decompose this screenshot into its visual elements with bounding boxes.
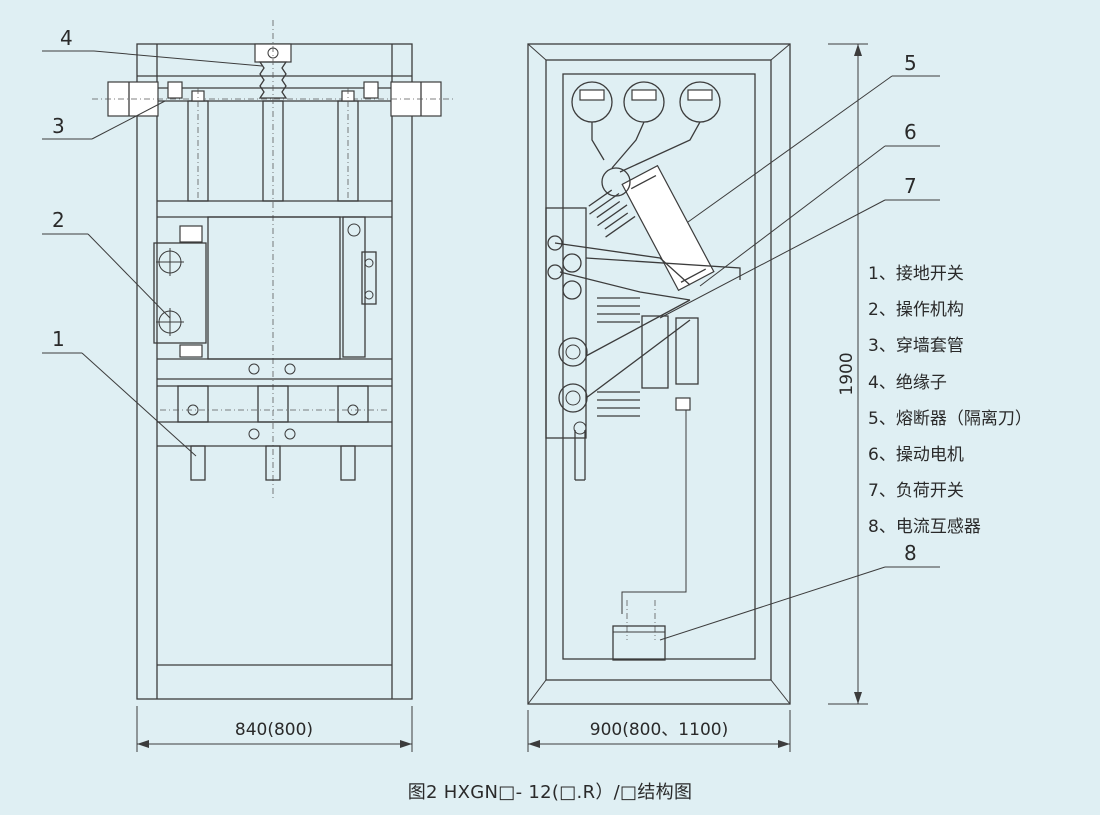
- legend-item: 4、绝缘子: [868, 372, 947, 393]
- earthing-switch: [190, 445, 206, 481]
- callout-4: 4: [60, 26, 73, 50]
- legend-item: 2、操作机构: [868, 300, 964, 321]
- legend-item: 3、穿墙套管: [868, 336, 964, 357]
- insulator-body: [258, 61, 288, 99]
- side-frame-outer: [527, 43, 791, 705]
- fuse-isolator: [621, 164, 715, 292]
- front-view: 840(800): [92, 20, 455, 752]
- current-transformer: [612, 625, 666, 661]
- load-switch: [558, 297, 699, 481]
- callout-3: 3: [52, 114, 65, 138]
- front-frame-outer: [136, 43, 413, 700]
- legend-item: 7、负荷开关: [868, 481, 964, 502]
- front-callouts: 4 3 2 1: [42, 26, 263, 457]
- component-legend: 1、接地开关 2、操作机构 3、穿墙套管 4、绝缘子 5、熔断器（隔离刀） 6、…: [868, 256, 1032, 546]
- dimension-height: 1900: [837, 352, 857, 395]
- callout-1: 1: [52, 327, 65, 351]
- figure-caption: 图2 HXGN□- 12(□.R）/□结构图: [407, 782, 693, 803]
- callout-8: 8: [904, 541, 917, 565]
- dimension-right-width: 900(800、1100): [590, 720, 728, 740]
- side-callouts: 5 6 7 8: [659, 51, 940, 641]
- callout-7: 7: [904, 174, 917, 198]
- side-mechanism-box: [545, 207, 587, 439]
- callout-2: 2: [52, 208, 65, 232]
- operating-mechanism: [153, 242, 207, 344]
- side-insulators: [571, 81, 721, 173]
- callout-5: 5: [904, 51, 917, 75]
- side-view: 900(800、1100) 1900: [527, 43, 868, 752]
- legend-item: 1、接地开关: [868, 264, 964, 284]
- legend-item: 8、电流互感器: [868, 517, 981, 538]
- legend-item: 6、操动电机: [868, 445, 964, 466]
- dimension-left-width: 840(800): [235, 720, 313, 740]
- legend-item: 5、熔断器（隔离刀）: [868, 408, 1032, 429]
- callout-6: 6: [904, 120, 917, 144]
